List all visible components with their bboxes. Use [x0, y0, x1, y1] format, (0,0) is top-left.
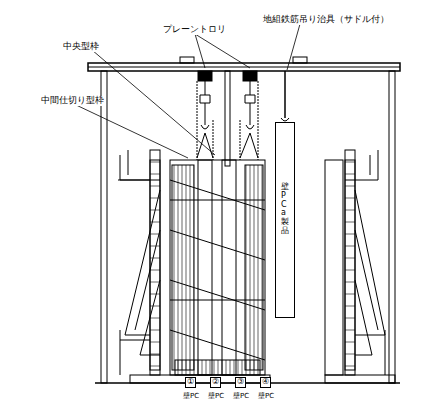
leader-line — [74, 104, 188, 158]
panel-tag: 壁PC — [257, 393, 275, 401]
callout-number: ③ — [235, 377, 246, 388]
part-name: 中央型枠 — [62, 42, 100, 52]
leader-line — [92, 50, 215, 155]
panel-tag: 壁PC — [232, 393, 250, 401]
vertical-label: 壁PCa製品 — [281, 183, 289, 236]
panel-tag: 壁PC — [207, 393, 225, 401]
part-name: 地組鉄筋吊り治具（サドル付） — [262, 15, 390, 25]
callout-number: ① — [185, 377, 196, 388]
leader-line — [287, 24, 300, 70]
part-name: プレーントロリ — [162, 25, 227, 35]
leader-line — [195, 34, 250, 68]
callout-number: ④ — [260, 377, 271, 388]
panel-tag: 壁PC — [182, 393, 200, 401]
part-name: 中間仕切り型枠 — [40, 96, 105, 106]
callout-number: ② — [210, 377, 221, 388]
panel-product: 壁PCa製品 — [275, 122, 295, 318]
